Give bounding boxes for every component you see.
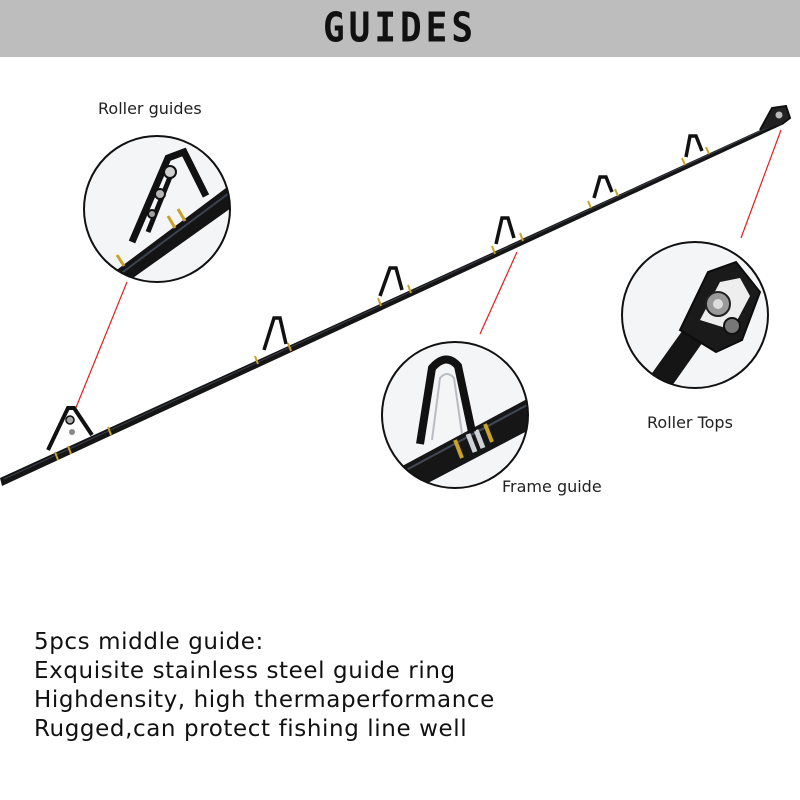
roller-tops-detail bbox=[621, 241, 769, 389]
feature-line: 5pcs middle guide: bbox=[34, 629, 264, 655]
feature-line: Highdensity, high thermaperformance bbox=[34, 687, 495, 713]
fishing-rod bbox=[0, 104, 792, 486]
feature-line: Rugged,can protect fishing line well bbox=[34, 716, 468, 742]
header-banner: GUIDES bbox=[0, 0, 800, 57]
roller-tip-top bbox=[759, 104, 792, 131]
roller-tops-label: Roller Tops bbox=[647, 413, 733, 432]
leader-lines bbox=[74, 129, 782, 411]
roller-guides-label: Roller guides bbox=[98, 99, 202, 118]
feature-line: Exquisite stainless steel guide ring bbox=[34, 658, 456, 684]
frame-guides bbox=[262, 134, 704, 351]
roller-guides-detail bbox=[83, 135, 231, 283]
butt-roller-guide bbox=[46, 406, 94, 451]
frame-guide-detail bbox=[381, 341, 529, 489]
rod-illustration: Roller guides Roller Tops Frame guide bbox=[0, 57, 800, 617]
page-title: GUIDES bbox=[322, 4, 478, 53]
frame-guide-label: Frame guide bbox=[502, 477, 602, 496]
feature-list: 5pcs middle guide: Exquisite stainless s… bbox=[34, 628, 495, 744]
